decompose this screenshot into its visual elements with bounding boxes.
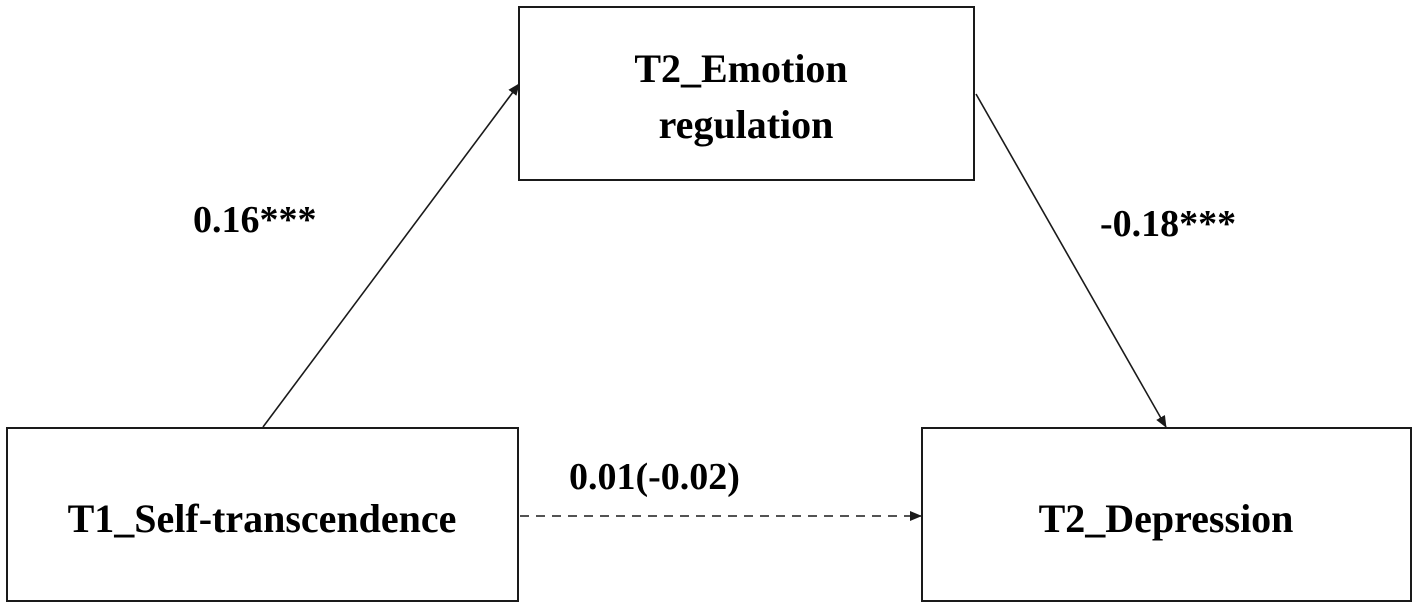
path-c-coefficient: 0.01(-0.02) [569, 456, 740, 498]
mediator-label-line1: T2_Emotion [634, 46, 847, 91]
outcome-label: T2_Depression [1039, 496, 1294, 541]
svg-text:T2_Emotion regulation: T2_Emotion regulation [634, 46, 857, 147]
predictor-node: T1_Self-transcendence [6, 427, 519, 602]
path-a-arrow [262, 83, 520, 428]
path-b-arrow [975, 93, 1167, 428]
mediator-box [518, 6, 975, 181]
path-b-coefficient: -0.18*** [1100, 203, 1236, 245]
mediator-node: T2_Emotion regulation [518, 6, 975, 181]
predictor-box [6, 427, 519, 602]
outcome-box [921, 427, 1412, 602]
outcome-node: T2_Depression [921, 427, 1412, 602]
path-a-coefficient: 0.16*** [193, 199, 317, 241]
mediator-label-line2: regulation [659, 102, 834, 147]
predictor-label: T1_Self-transcendence [68, 496, 457, 541]
